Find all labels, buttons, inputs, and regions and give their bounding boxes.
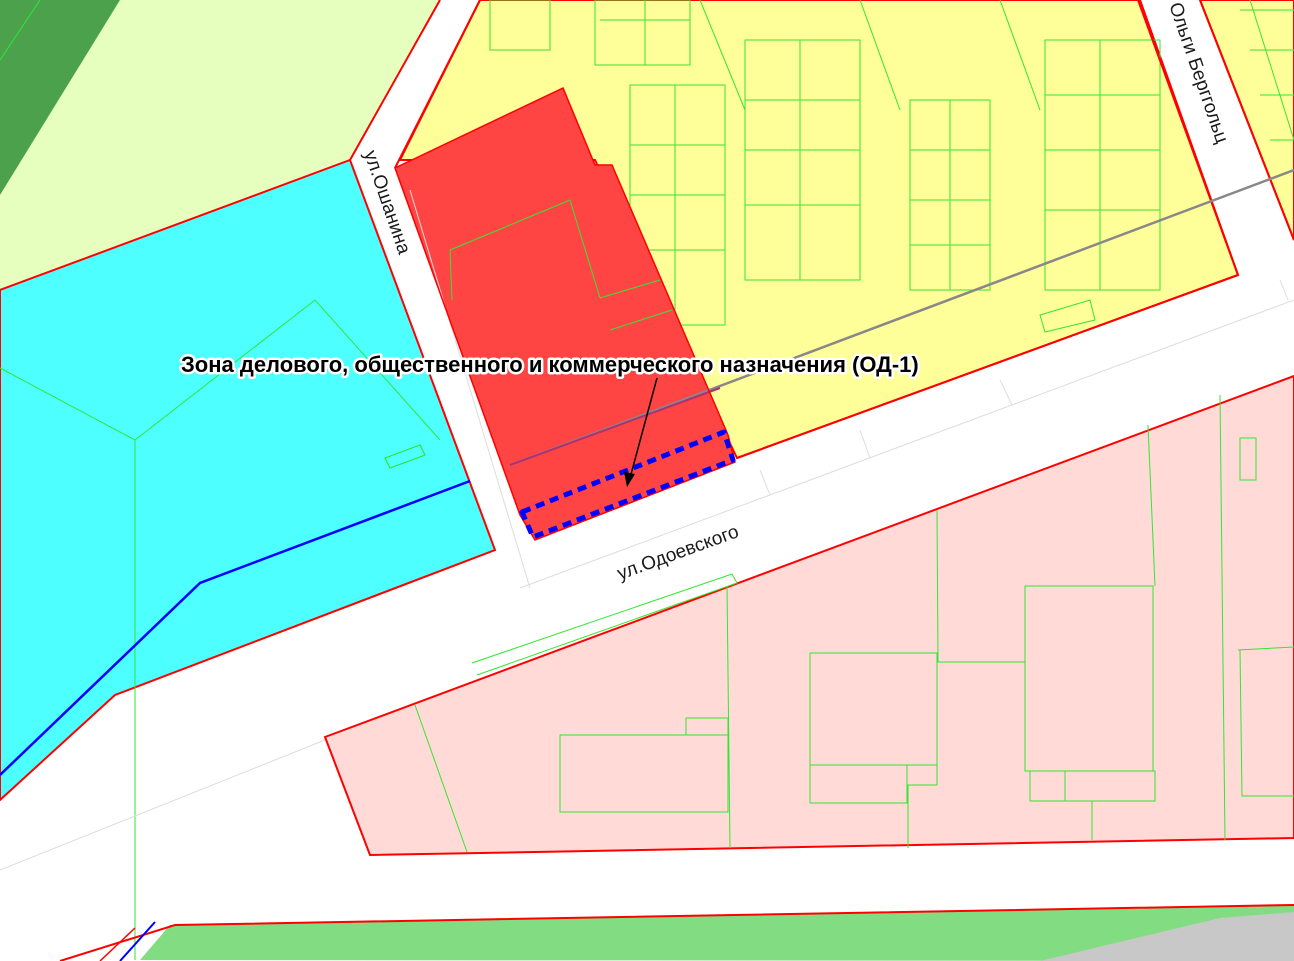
zone-business-outline: [394, 86, 736, 541]
zone-green-dark[interactable]: [0, 0, 120, 195]
callout-arrowhead: [624, 472, 635, 487]
water-line-south: [119, 921, 156, 961]
zone-boundaries: [349, 0, 1294, 459]
road-edges: [0, 189, 1294, 871]
zone-boundary-south-inner: [99, 927, 136, 961]
zone-business[interactable]: [395, 88, 735, 540]
engineering-line-segment: [509, 387, 721, 466]
parcel-outline: [384, 444, 426, 469]
water-line: [0, 479, 471, 776]
zone-green-strip[interactable]: [140, 905, 1294, 961]
production-parcels: [414, 394, 1294, 853]
zone-grey[interactable]: [1040, 912, 1294, 961]
engineering-line: [509, 168, 1294, 467]
callout-leader-line: [629, 377, 658, 479]
parcel-line: [0, 0, 41, 61]
zone-green-light[interactable]: [0, 0, 440, 290]
parcel-grid: [489, 0, 1294, 333]
zone-annotation-label: Зона делового, общественного и коммерчес…: [181, 352, 919, 377]
selected-parcel[interactable]: [519, 429, 736, 540]
business-parcels: [449, 199, 673, 331]
parcel-line: [134, 299, 441, 441]
zone-boundary-south: [59, 904, 1294, 961]
zone-recreation[interactable]: [0, 158, 497, 802]
